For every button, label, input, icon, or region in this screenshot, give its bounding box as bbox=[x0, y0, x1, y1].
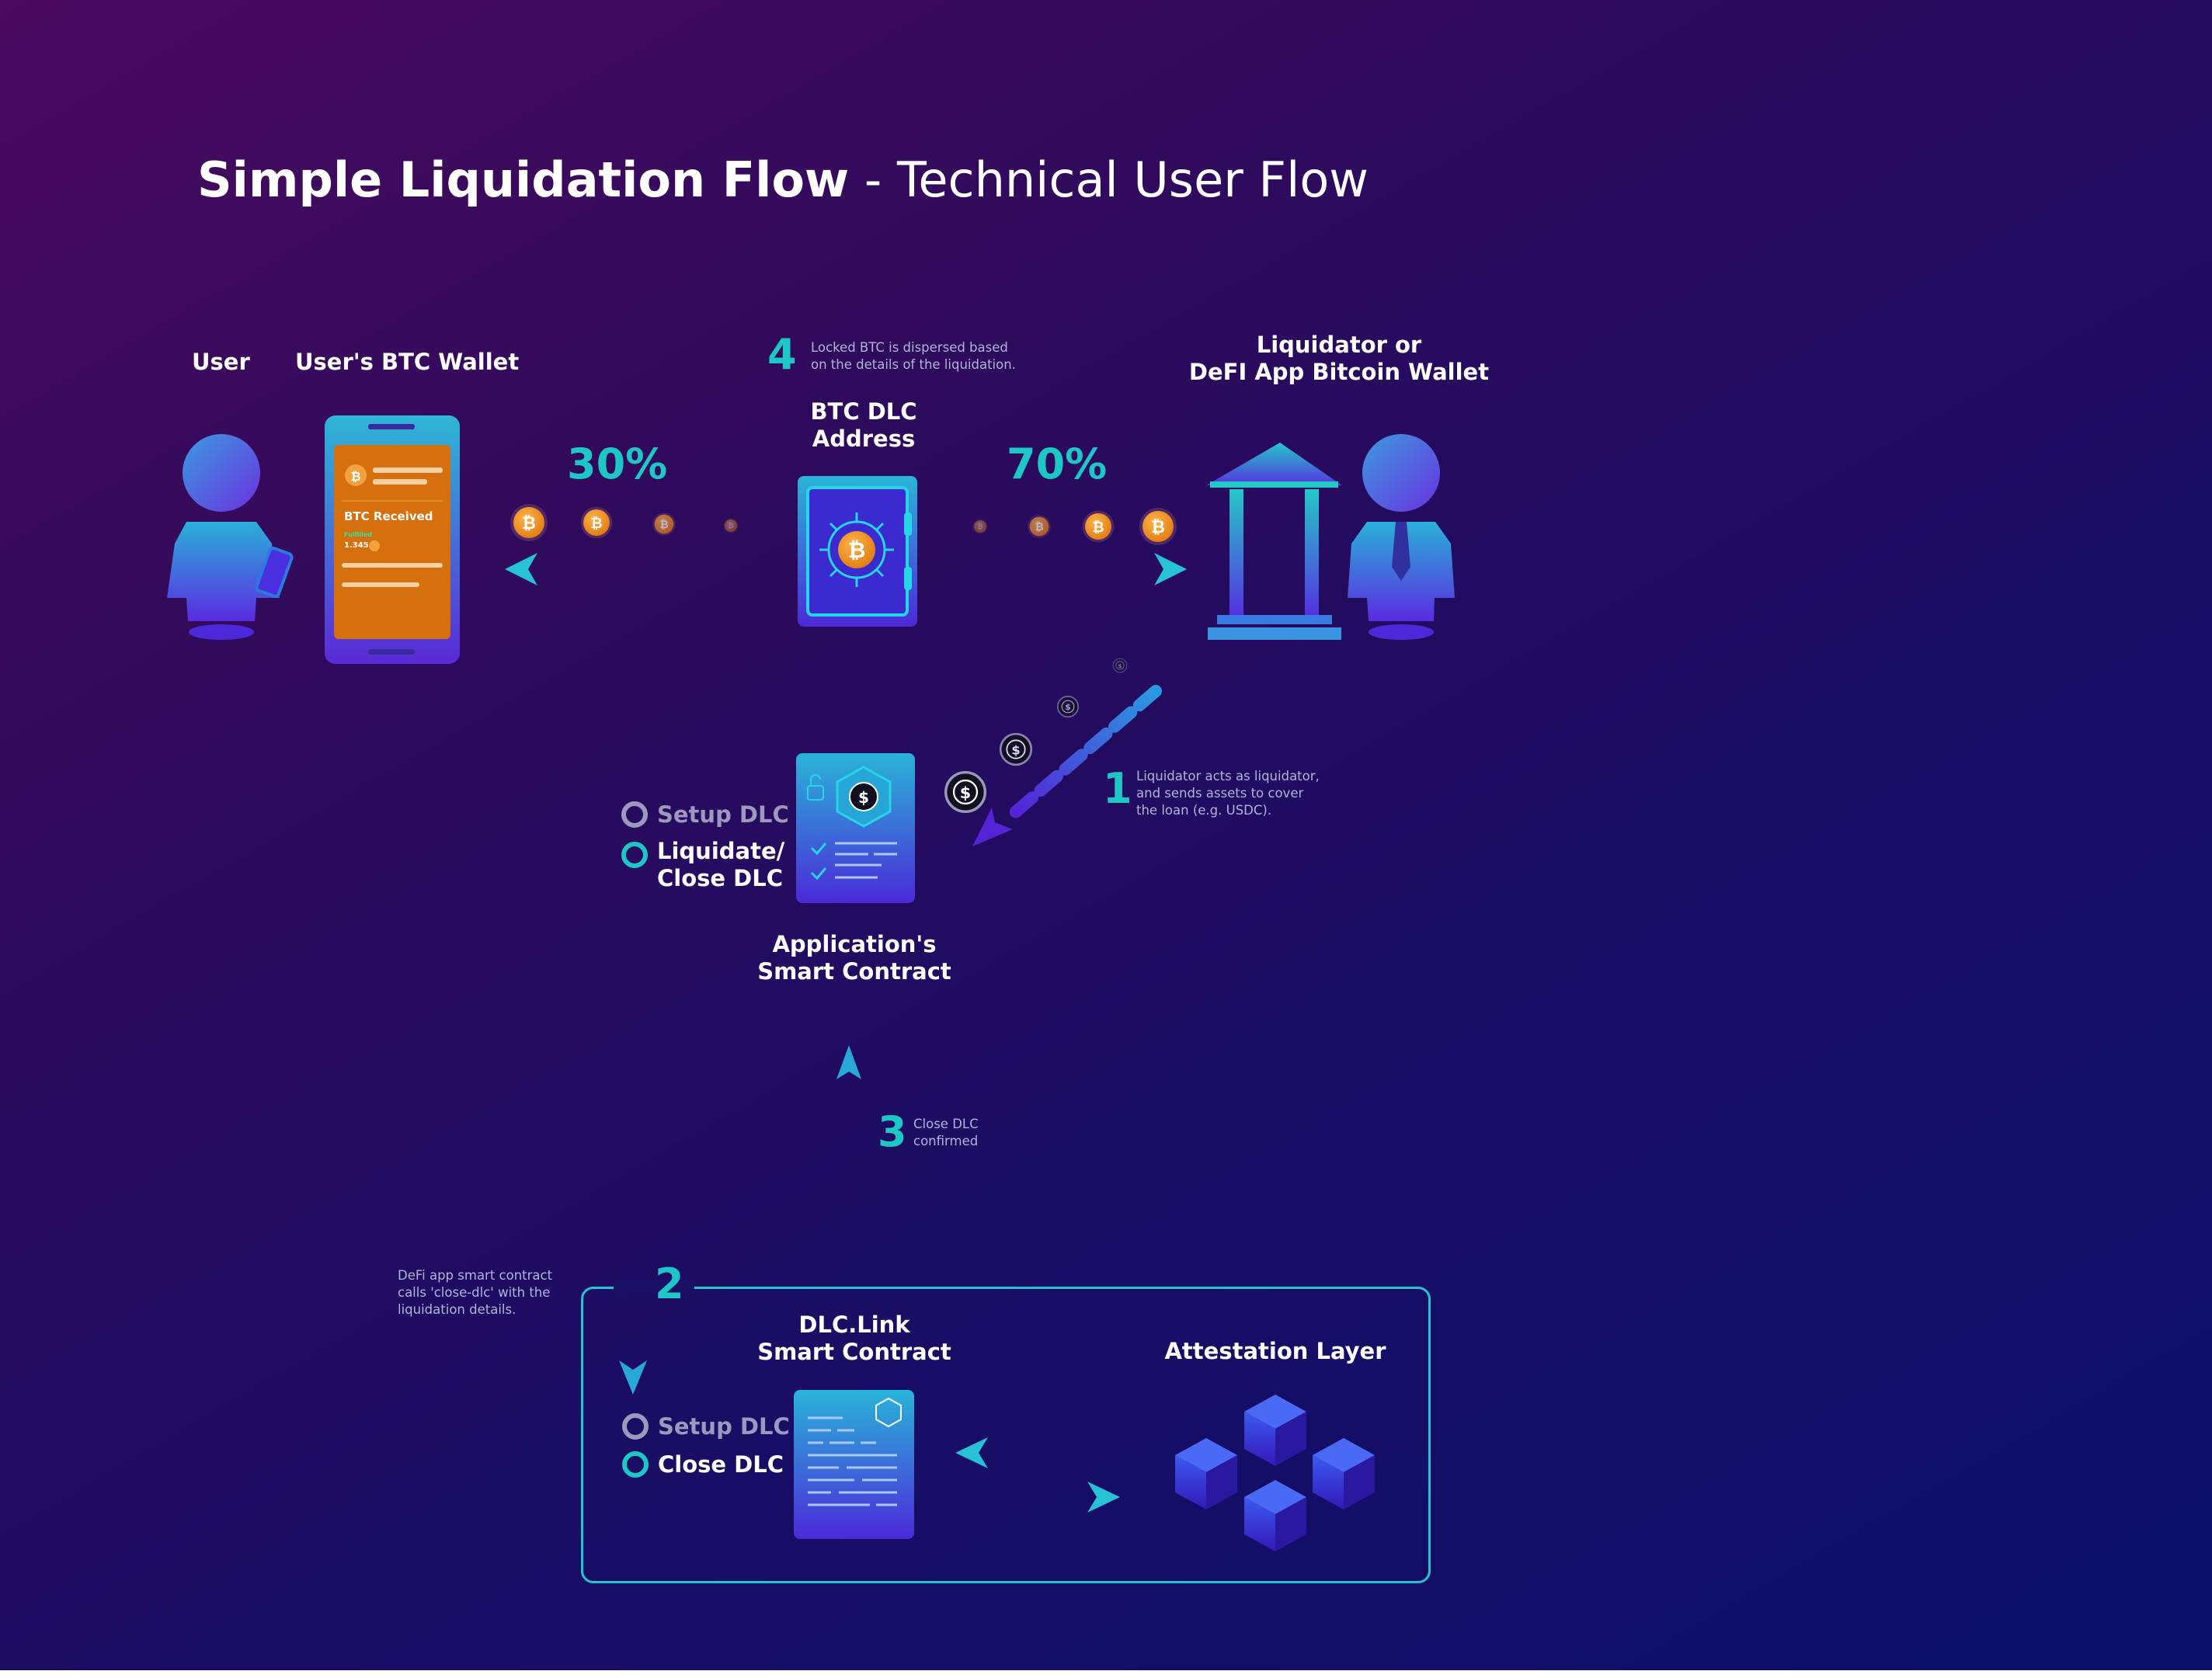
app-status-liquidate-close-dlc: Liquidate/ Close DLC bbox=[621, 838, 789, 892]
step-1-note: Liquidator acts as liquidator, and sends… bbox=[1136, 768, 1320, 818]
app-status-liquidate-label: Liquidate/ Close DLC bbox=[657, 838, 784, 892]
dlclink-section-frame bbox=[581, 1287, 1431, 1583]
step-1-number: 1 bbox=[1103, 764, 1132, 813]
label-btc-dlc-address: BTC DLC Address bbox=[778, 398, 949, 453]
phone-amount: 1.345 bbox=[344, 541, 369, 550]
arrow-app-to-dlclink bbox=[619, 895, 647, 1395]
step-4-number: 4 bbox=[767, 330, 797, 379]
title-bold: Simple Liquidation Flow bbox=[197, 151, 850, 208]
label-btc-dlc-address-line1: BTC DLC bbox=[810, 398, 917, 425]
app-status-setup-dlc: Setup DLC bbox=[621, 801, 789, 829]
step-3-note: Close DLC confirmed bbox=[913, 1116, 979, 1150]
label-liquidator-wallet-line1: Liquidator or bbox=[1256, 332, 1422, 358]
step-1-note-line3: the loan (e.g. USDC). bbox=[1136, 802, 1272, 818]
app-status-liquidate-line2: Close DLC bbox=[657, 864, 784, 891]
label-dlclink-contract-line2: Smart Contract bbox=[757, 1339, 951, 1366]
label-user: User bbox=[192, 349, 250, 375]
label-btc-dlc-address-line2: Address bbox=[812, 426, 916, 453]
step-3-number: 3 bbox=[878, 1107, 907, 1156]
bitcoin-coins-right bbox=[972, 508, 1177, 545]
bitcoin-coins-left bbox=[510, 504, 739, 541]
title-light: - Technical User Flow bbox=[849, 151, 1369, 208]
user-person-icon bbox=[167, 434, 294, 640]
label-dlclink-contract-line1: DLC.Link bbox=[798, 1311, 910, 1338]
svg-text:$: $ bbox=[858, 788, 869, 807]
arrow-to-liquidator-wallet bbox=[965, 553, 1187, 585]
arrow-liquidator-to-app bbox=[972, 685, 1162, 846]
step-4-note-line2: on the details of the liquidation. bbox=[811, 356, 1016, 372]
step-3-note-line1: Close DLC bbox=[913, 1117, 979, 1131]
page-title: Simple Liquidation Flow - Technical User… bbox=[197, 151, 1369, 208]
label-app-smart-contract: Application's Smart Contract bbox=[738, 931, 971, 986]
label-liquidator-wallet: Liquidator or DeFI App Bitcoin Wallet bbox=[1145, 332, 1533, 387]
label-app-smart-contract-line1: Application's bbox=[772, 931, 937, 957]
step-2-number: 2 bbox=[655, 1259, 684, 1308]
status-ring-icon bbox=[622, 1413, 649, 1440]
step-4-note: Locked BTC is dispersed based on the det… bbox=[811, 339, 1016, 373]
dlclink-status-close-dlc: Close DLC bbox=[622, 1451, 790, 1478]
app-status-setup-dlc-label: Setup DLC bbox=[657, 801, 789, 828]
step-2-note-line3: liquidation details. bbox=[398, 1301, 516, 1317]
arrow-attestation-to-dlclink bbox=[955, 1437, 1125, 1468]
step-2-note-line2: calls 'close-dlc' with the bbox=[398, 1284, 551, 1300]
dlclink-status-setup-dlc: Setup DLC bbox=[622, 1413, 790, 1440]
arrow-to-user-wallet bbox=[505, 553, 729, 585]
step-3-note-line2: confirmed bbox=[913, 1133, 979, 1148]
phone-status-text: Fulfilled bbox=[344, 531, 373, 538]
label-liquidator-wallet-line2: DeFI App Bitcoin Wallet bbox=[1188, 359, 1490, 386]
step-2-note: DeFi app smart contract calls 'close-dlc… bbox=[398, 1267, 552, 1318]
dlclink-status-list: Setup DLC Close DLC bbox=[622, 1413, 790, 1478]
status-ring-icon bbox=[621, 801, 648, 829]
step-1-note-line1: Liquidator acts as liquidator, bbox=[1136, 769, 1320, 783]
dlclink-status-close-dlc-label: Close DLC bbox=[658, 1450, 784, 1478]
phone-btc-received: BTC Received bbox=[344, 509, 433, 523]
bank-icon bbox=[1206, 443, 1342, 640]
vault-safe-icon: ₿ bbox=[798, 476, 917, 627]
step-1-note-line2: and sends assets to cover bbox=[1136, 785, 1304, 801]
status-ring-icon bbox=[621, 841, 648, 868]
label-attestation-layer: Attestation Layer bbox=[1164, 1338, 1386, 1364]
arrow-dlclink-to-attestation bbox=[957, 1482, 1120, 1513]
dlclink-contract-document-icon bbox=[794, 1390, 914, 1539]
app-status-liquidate-line1: Liquidate/ bbox=[657, 837, 785, 864]
step-2-note-line1: DeFi app smart contract bbox=[398, 1268, 553, 1283]
arrow-dlclink-to-app bbox=[836, 1045, 861, 1209]
frame-gap bbox=[614, 1281, 694, 1294]
app-contract-document-icon: $ bbox=[796, 753, 915, 903]
dlclink-status-setup-dlc-label: Setup DLC bbox=[658, 1413, 790, 1440]
percent-liquidator: 70% bbox=[1007, 439, 1108, 488]
svg-text:₿: ₿ bbox=[848, 537, 866, 563]
percent-user: 30% bbox=[567, 439, 668, 488]
svg-text:₿: ₿ bbox=[350, 469, 360, 484]
liquidator-person-icon bbox=[1348, 434, 1455, 640]
label-app-smart-contract-line2: Smart Contract bbox=[757, 958, 951, 985]
step-4-note-line1: Locked BTC is dispersed based bbox=[811, 340, 1008, 355]
label-dlclink-contract: DLC.Link Smart Contract bbox=[738, 1311, 971, 1367]
status-ring-icon bbox=[622, 1451, 649, 1478]
label-user-btc-wallet: User's BTC Wallet bbox=[295, 349, 520, 375]
app-contract-status-list: Setup DLC Liquidate/ Close DLC bbox=[621, 801, 789, 891]
phone-wallet-icon: ₿ bbox=[325, 415, 460, 664]
